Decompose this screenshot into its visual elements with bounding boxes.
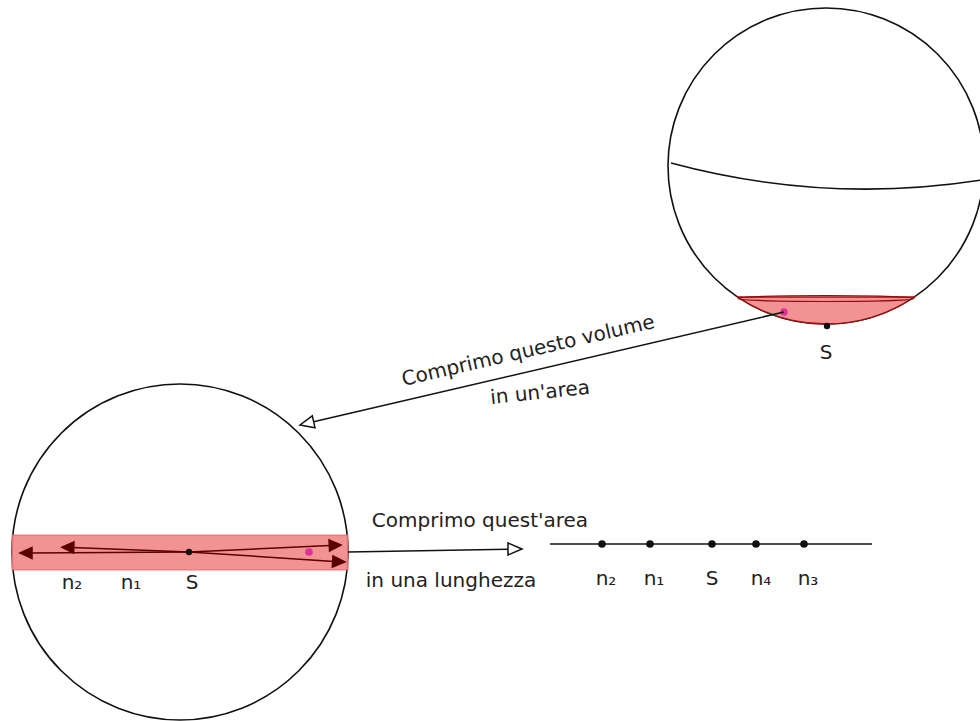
line-points <box>598 540 808 548</box>
point-label: n₄ <box>751 567 772 589</box>
open-arrowhead <box>300 416 315 428</box>
point-label: S <box>820 341 833 363</box>
point-label: S <box>706 567 719 589</box>
point-s <box>824 323 830 329</box>
point-label: n₁ <box>644 567 665 589</box>
point-label: n₂ <box>596 567 617 589</box>
pink-dot <box>305 548 313 556</box>
point-label: S <box>186 571 199 593</box>
caption-text: in un'area <box>489 376 591 408</box>
direction-arrows <box>20 540 345 567</box>
point-label: n₃ <box>798 567 819 589</box>
parallel-line <box>671 163 980 189</box>
compress-arrow <box>348 549 508 552</box>
caption-text: Comprimo quest'area <box>372 509 588 531</box>
open-arrowhead <box>508 543 522 555</box>
compress-arrow <box>314 312 784 422</box>
sphere <box>12 384 348 720</box>
cap-rim <box>738 296 914 302</box>
red-band <box>12 535 348 570</box>
sphere <box>668 8 980 324</box>
point-label: n₂ <box>62 571 83 593</box>
caption-text: in una lunghezza <box>366 569 536 591</box>
point-s <box>186 549 192 555</box>
point-label: n₁ <box>121 571 142 593</box>
